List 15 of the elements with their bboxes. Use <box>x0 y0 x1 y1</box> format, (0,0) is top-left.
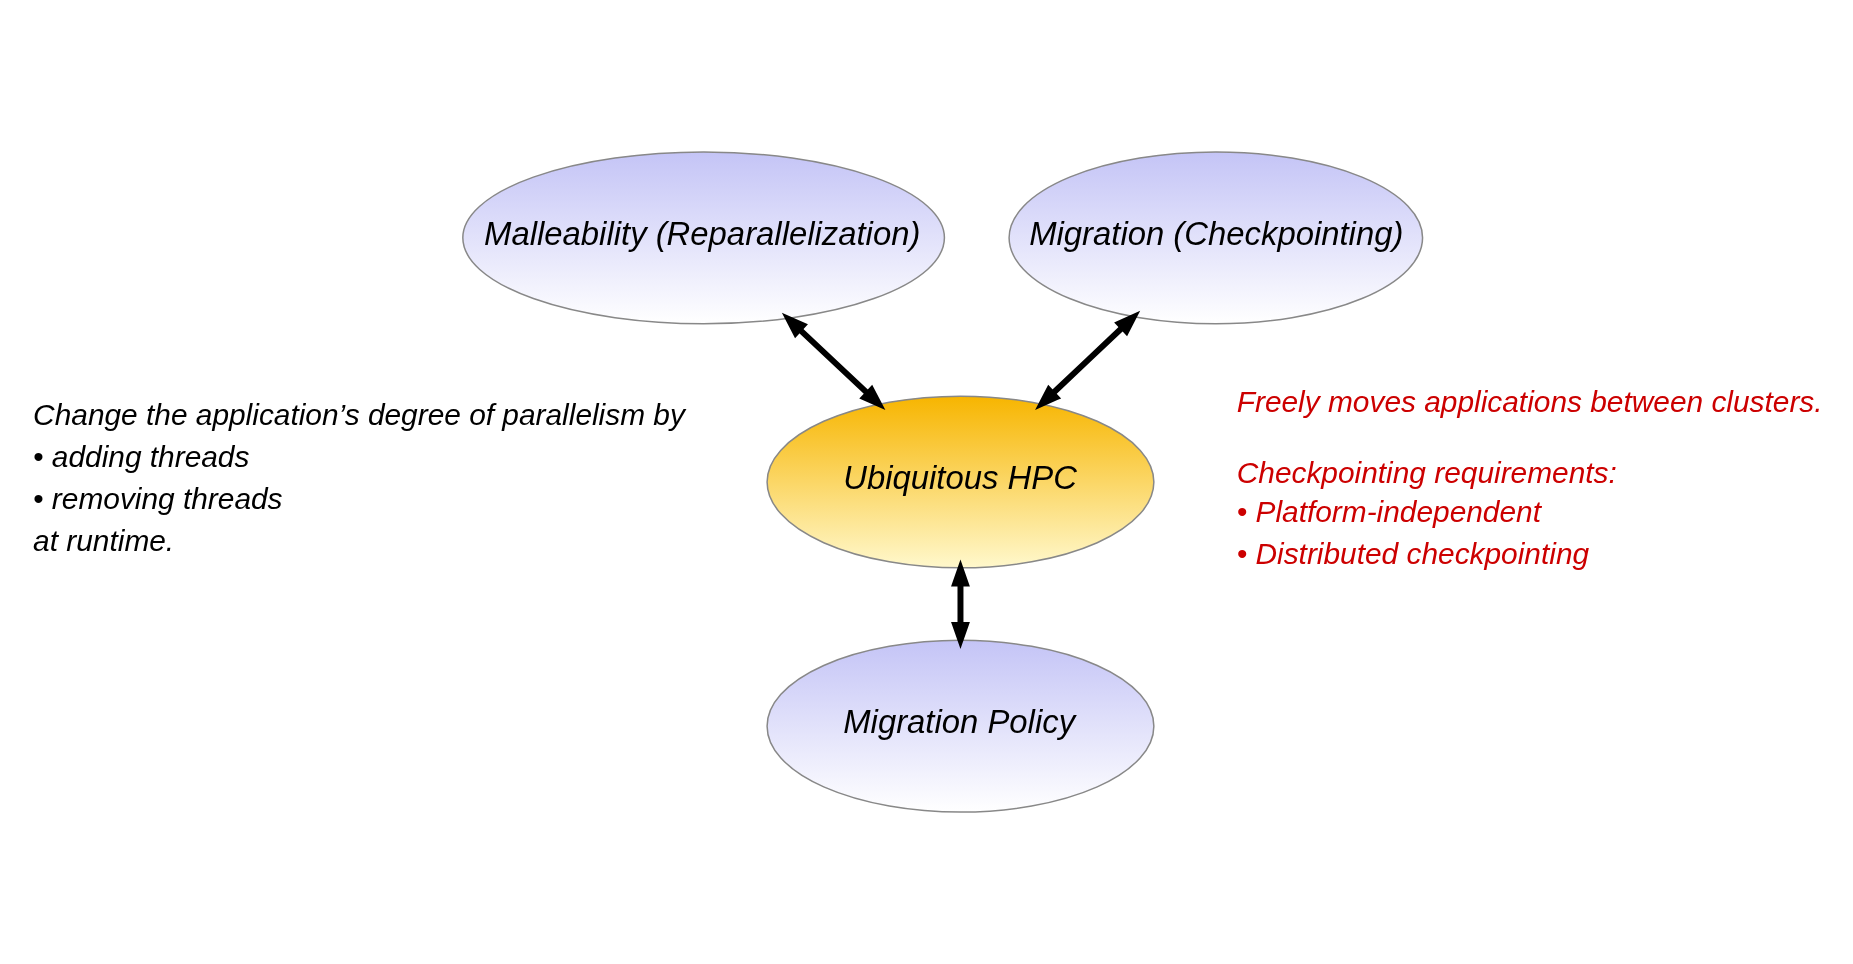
label: • Distributed checkpointing <box>1236 537 1590 571</box>
label: at runtime. <box>33 523 175 557</box>
node-ellipse: Migration Policy <box>766 639 1155 813</box>
arrow <box>1035 310 1141 411</box>
arrow <box>951 559 970 650</box>
label: Checkpointing requirements: <box>1236 456 1617 490</box>
node-ellipse: Malleability (Reparallelization) <box>462 151 946 325</box>
label: • adding threads <box>33 440 250 474</box>
label: Freely moves applications between clusters. <box>1236 384 1823 418</box>
node-ellipse: Migration (Checkpointing) <box>1008 151 1424 325</box>
label: Change the application’s degree of parallelism by <box>33 398 685 432</box>
node-ellipse: Ubiquitous HPC <box>766 395 1155 569</box>
label: • Platform-independent <box>1236 495 1542 529</box>
label: • removing threads <box>33 481 283 515</box>
arrow <box>781 312 886 410</box>
